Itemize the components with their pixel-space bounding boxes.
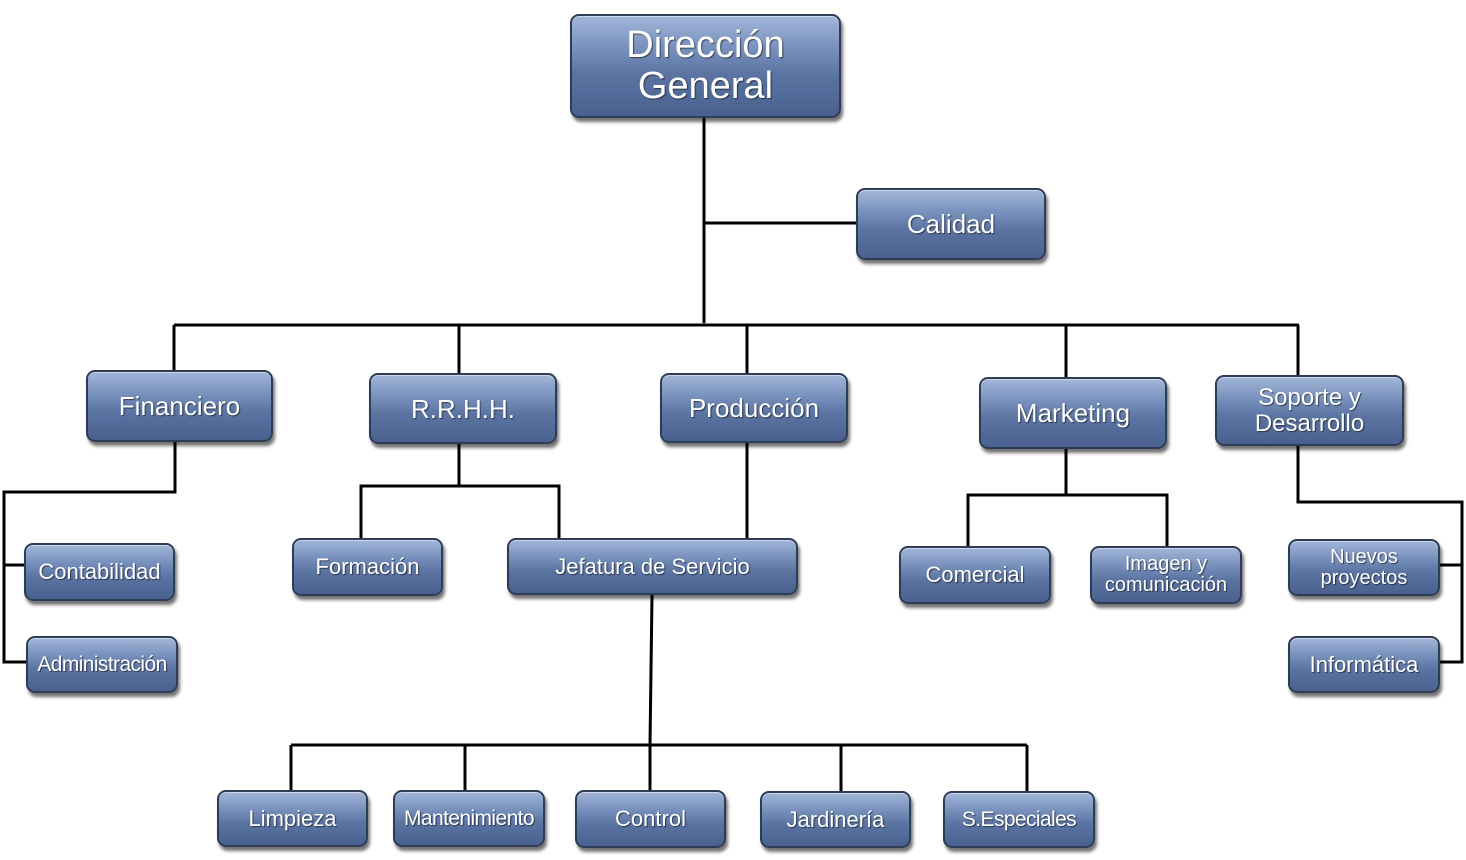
node-calidad: Calidad xyxy=(856,188,1046,260)
connector-rrhh-children xyxy=(359,444,461,539)
node-label-direccion-general: Dirección General xyxy=(626,23,785,107)
connector-jefatura-down xyxy=(648,594,654,746)
node-label-jefatura-servicio: Jefatura de Servicio xyxy=(555,553,750,579)
node-label-nuevos-proyectos: Nuevos proyectos xyxy=(1320,545,1408,589)
node-label-informatica: Informática xyxy=(1309,651,1419,677)
connector-jefatura-from-rrhh xyxy=(459,484,561,539)
node-label-financiero: Financiero xyxy=(118,391,241,421)
node-label-marketing: Marketing xyxy=(1015,398,1131,428)
node-label-calidad: Calidad xyxy=(906,209,996,239)
node-rrhh: R.R.H.H. xyxy=(369,373,557,444)
node-informatica: Informática xyxy=(1288,636,1440,693)
node-label-produccion: Producción xyxy=(688,393,820,423)
node-s-especiales: S.Especiales xyxy=(943,791,1095,848)
node-jefatura-servicio: Jefatura de Servicio xyxy=(507,538,798,595)
node-marketing: Marketing xyxy=(979,377,1167,449)
node-financiero: Financiero xyxy=(86,370,273,442)
node-label-comercial: Comercial xyxy=(925,562,1025,587)
node-label-contabilidad: Contabilidad xyxy=(38,559,161,584)
node-imagen-comunicacion: Imagen y comunicación xyxy=(1090,546,1242,604)
node-nuevos-proyectos: Nuevos proyectos xyxy=(1288,539,1440,596)
node-jardineria: Jardinería xyxy=(760,791,911,848)
node-label-imagen-comunicacion: Imagen y comunicación xyxy=(1104,553,1228,596)
node-administracion: Administración xyxy=(26,636,178,693)
connector-soporte-children xyxy=(1296,446,1464,664)
node-mantenimiento: Mantenimiento xyxy=(393,790,545,847)
node-label-limpieza: Limpieza xyxy=(248,805,337,831)
connector-marketing-children xyxy=(966,449,1068,547)
node-limpieza: Limpieza xyxy=(217,790,368,847)
node-label-soporte-desarrollo: Soporte y Desarrollo xyxy=(1254,384,1365,437)
node-label-mantenimiento: Mantenimiento xyxy=(404,807,535,830)
node-formacion: Formación xyxy=(292,538,443,596)
node-direccion-general: Dirección General xyxy=(570,14,841,118)
node-label-s-especiales: S.Especiales xyxy=(961,808,1077,831)
connector-financiero-children xyxy=(2,442,177,664)
node-label-jardineria: Jardinería xyxy=(786,806,885,832)
node-label-control: Control xyxy=(615,806,686,831)
node-control: Control xyxy=(575,790,726,848)
node-produccion: Producción xyxy=(660,373,848,443)
node-comercial: Comercial xyxy=(899,546,1051,604)
node-label-rrhh: R.R.H.H. xyxy=(411,393,515,424)
node-label-administracion: Administración xyxy=(37,653,167,676)
node-contabilidad: Contabilidad xyxy=(24,543,175,601)
node-label-formacion: Formación xyxy=(315,554,420,579)
node-soporte-desarrollo: Soporte y Desarrollo xyxy=(1215,375,1404,446)
connector-imagen xyxy=(1066,493,1169,547)
